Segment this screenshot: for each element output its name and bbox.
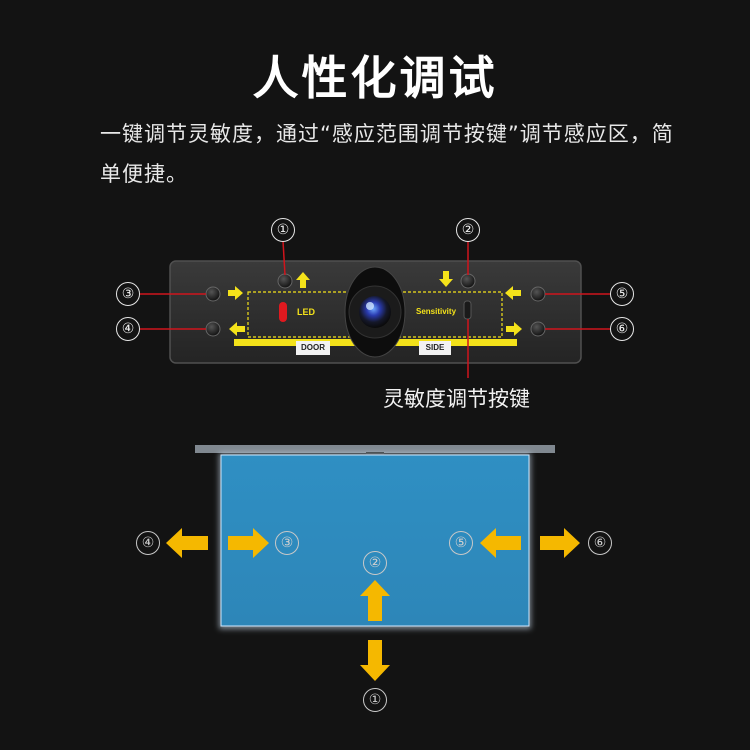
callout-lines — [140, 240, 610, 378]
description-text: 一键调节灵敏度，通过“感应范围调节按键”调节感应区，简单便捷。 — [100, 122, 674, 186]
led-indicator-icon — [279, 302, 287, 322]
marker-2-device: ② — [456, 218, 480, 242]
button-6-icon — [530, 321, 546, 337]
marker-1-device: ① — [271, 218, 295, 242]
marker-5-device: ⑤ — [610, 282, 634, 306]
side-label: SIDE — [419, 341, 451, 355]
arrow-left-icon — [480, 528, 521, 558]
sensitivity-label: Sensitivity — [416, 307, 457, 316]
led-label: LED — [297, 307, 315, 317]
marker-1-zone: ① — [363, 688, 387, 712]
arrow-right-icon — [228, 286, 243, 300]
arrow-up-icon — [360, 580, 390, 621]
arrow-left-icon — [166, 528, 208, 558]
marker-3-zone: ③ — [275, 531, 299, 555]
marker-4-zone: ④ — [136, 531, 160, 555]
button-3-icon — [205, 286, 221, 302]
arrow-down-icon — [439, 271, 453, 287]
sensitivity-key-label: 灵敏度调节按键 — [383, 387, 530, 411]
marker-5-zone: ⑤ — [449, 531, 473, 555]
arrow-right-icon — [506, 322, 522, 336]
arrow-down-icon — [360, 640, 390, 681]
arrow-left-icon — [229, 322, 245, 336]
door-label: DOOR — [296, 341, 330, 355]
zone-arrows — [166, 528, 580, 681]
button-2-icon — [460, 273, 476, 289]
arrow-up-icon — [296, 272, 310, 288]
marker-6-zone: ⑥ — [588, 531, 612, 555]
sensitivity-key-icon — [463, 300, 472, 320]
arrow-left-icon — [505, 286, 521, 300]
button-1-icon — [277, 273, 293, 289]
marker-2-zone: ② — [363, 551, 387, 575]
panel-arrows — [228, 271, 522, 336]
camera-lens-icon — [359, 296, 391, 328]
arrow-right-icon — [540, 528, 580, 558]
button-5-icon — [530, 286, 546, 302]
page-title: 人性化调试 — [252, 51, 498, 105]
marker-3-device: ③ — [116, 282, 140, 306]
button-4-icon — [205, 321, 221, 337]
door-header-bar — [195, 445, 555, 453]
marker-4-device: ④ — [116, 317, 140, 341]
marker-6-device: ⑥ — [610, 317, 634, 341]
arrow-right-icon — [228, 528, 269, 558]
